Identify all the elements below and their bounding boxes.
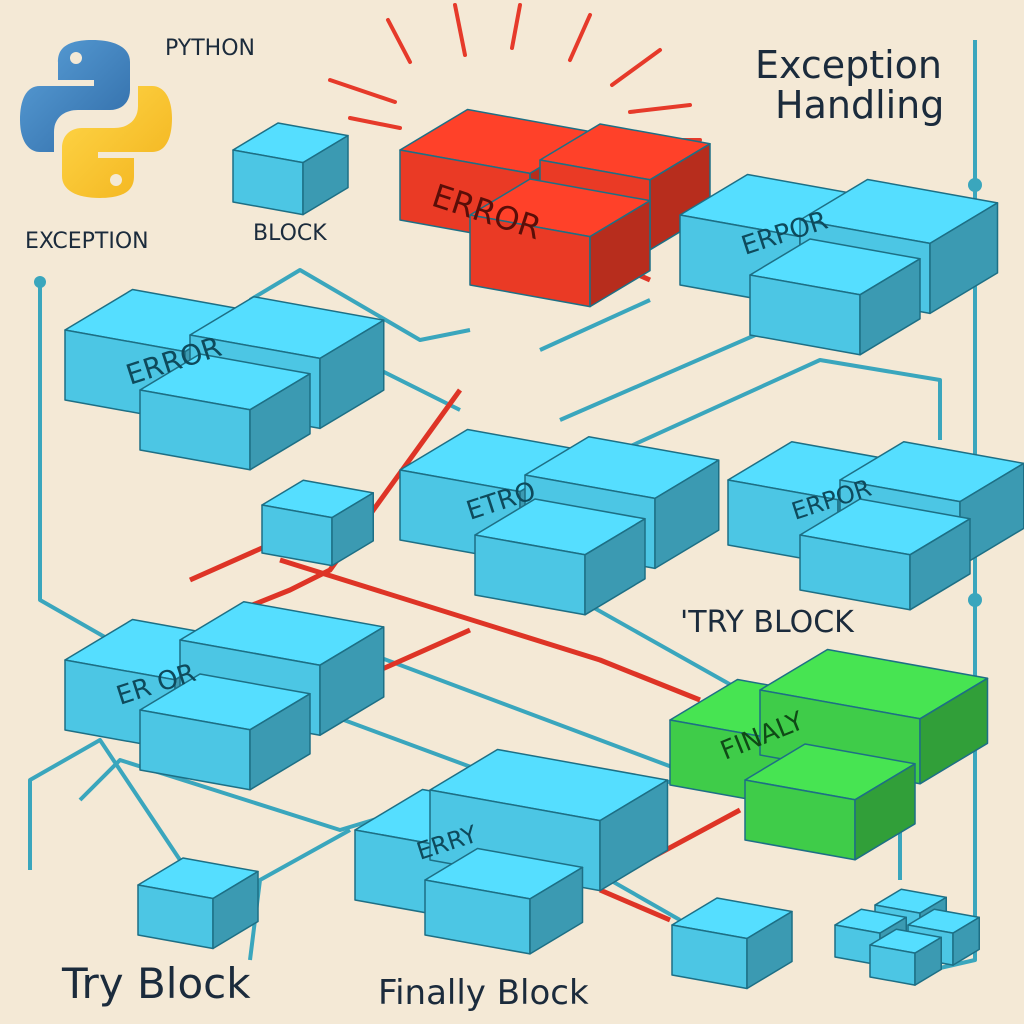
lower-left-error-block: ER OR	[64, 601, 385, 791]
try-block-bottom-label: Try Block	[61, 959, 251, 1008]
exception-label: EXCEPTION	[25, 229, 149, 254]
try-block-right-label: 'TRY BLOCK	[680, 605, 855, 640]
python-label: PYTHON	[165, 36, 255, 61]
small-block-center-left	[261, 479, 374, 567]
exception-handling-title-line2: Handling	[775, 83, 944, 127]
finally-block: FINALY	[669, 648, 989, 861]
right-error-block: ERPOR	[727, 441, 1024, 611]
block-label: BLOCK	[253, 221, 327, 246]
connector-dots	[34, 178, 982, 607]
finally-block-label: Finally Block	[378, 973, 589, 1013]
bottom-center-block: ERRY	[354, 748, 669, 955]
red-error-block: ERROR	[399, 108, 711, 308]
left-error-block: ERROR	[64, 288, 385, 471]
small-block-bottom-left	[137, 857, 259, 950]
center-error-block: ETRO	[399, 428, 720, 616]
connector-lines	[28, 40, 977, 970]
small-block-top	[232, 122, 349, 216]
exception-handling-title-line1: Exception	[755, 43, 942, 87]
small-block-cluster	[834, 888, 980, 986]
small-block-bottom-mid	[671, 897, 793, 990]
error-burst-lines	[328, 3, 702, 142]
python-logo	[20, 40, 172, 198]
top-right-error-block: ERPOR	[679, 173, 999, 356]
